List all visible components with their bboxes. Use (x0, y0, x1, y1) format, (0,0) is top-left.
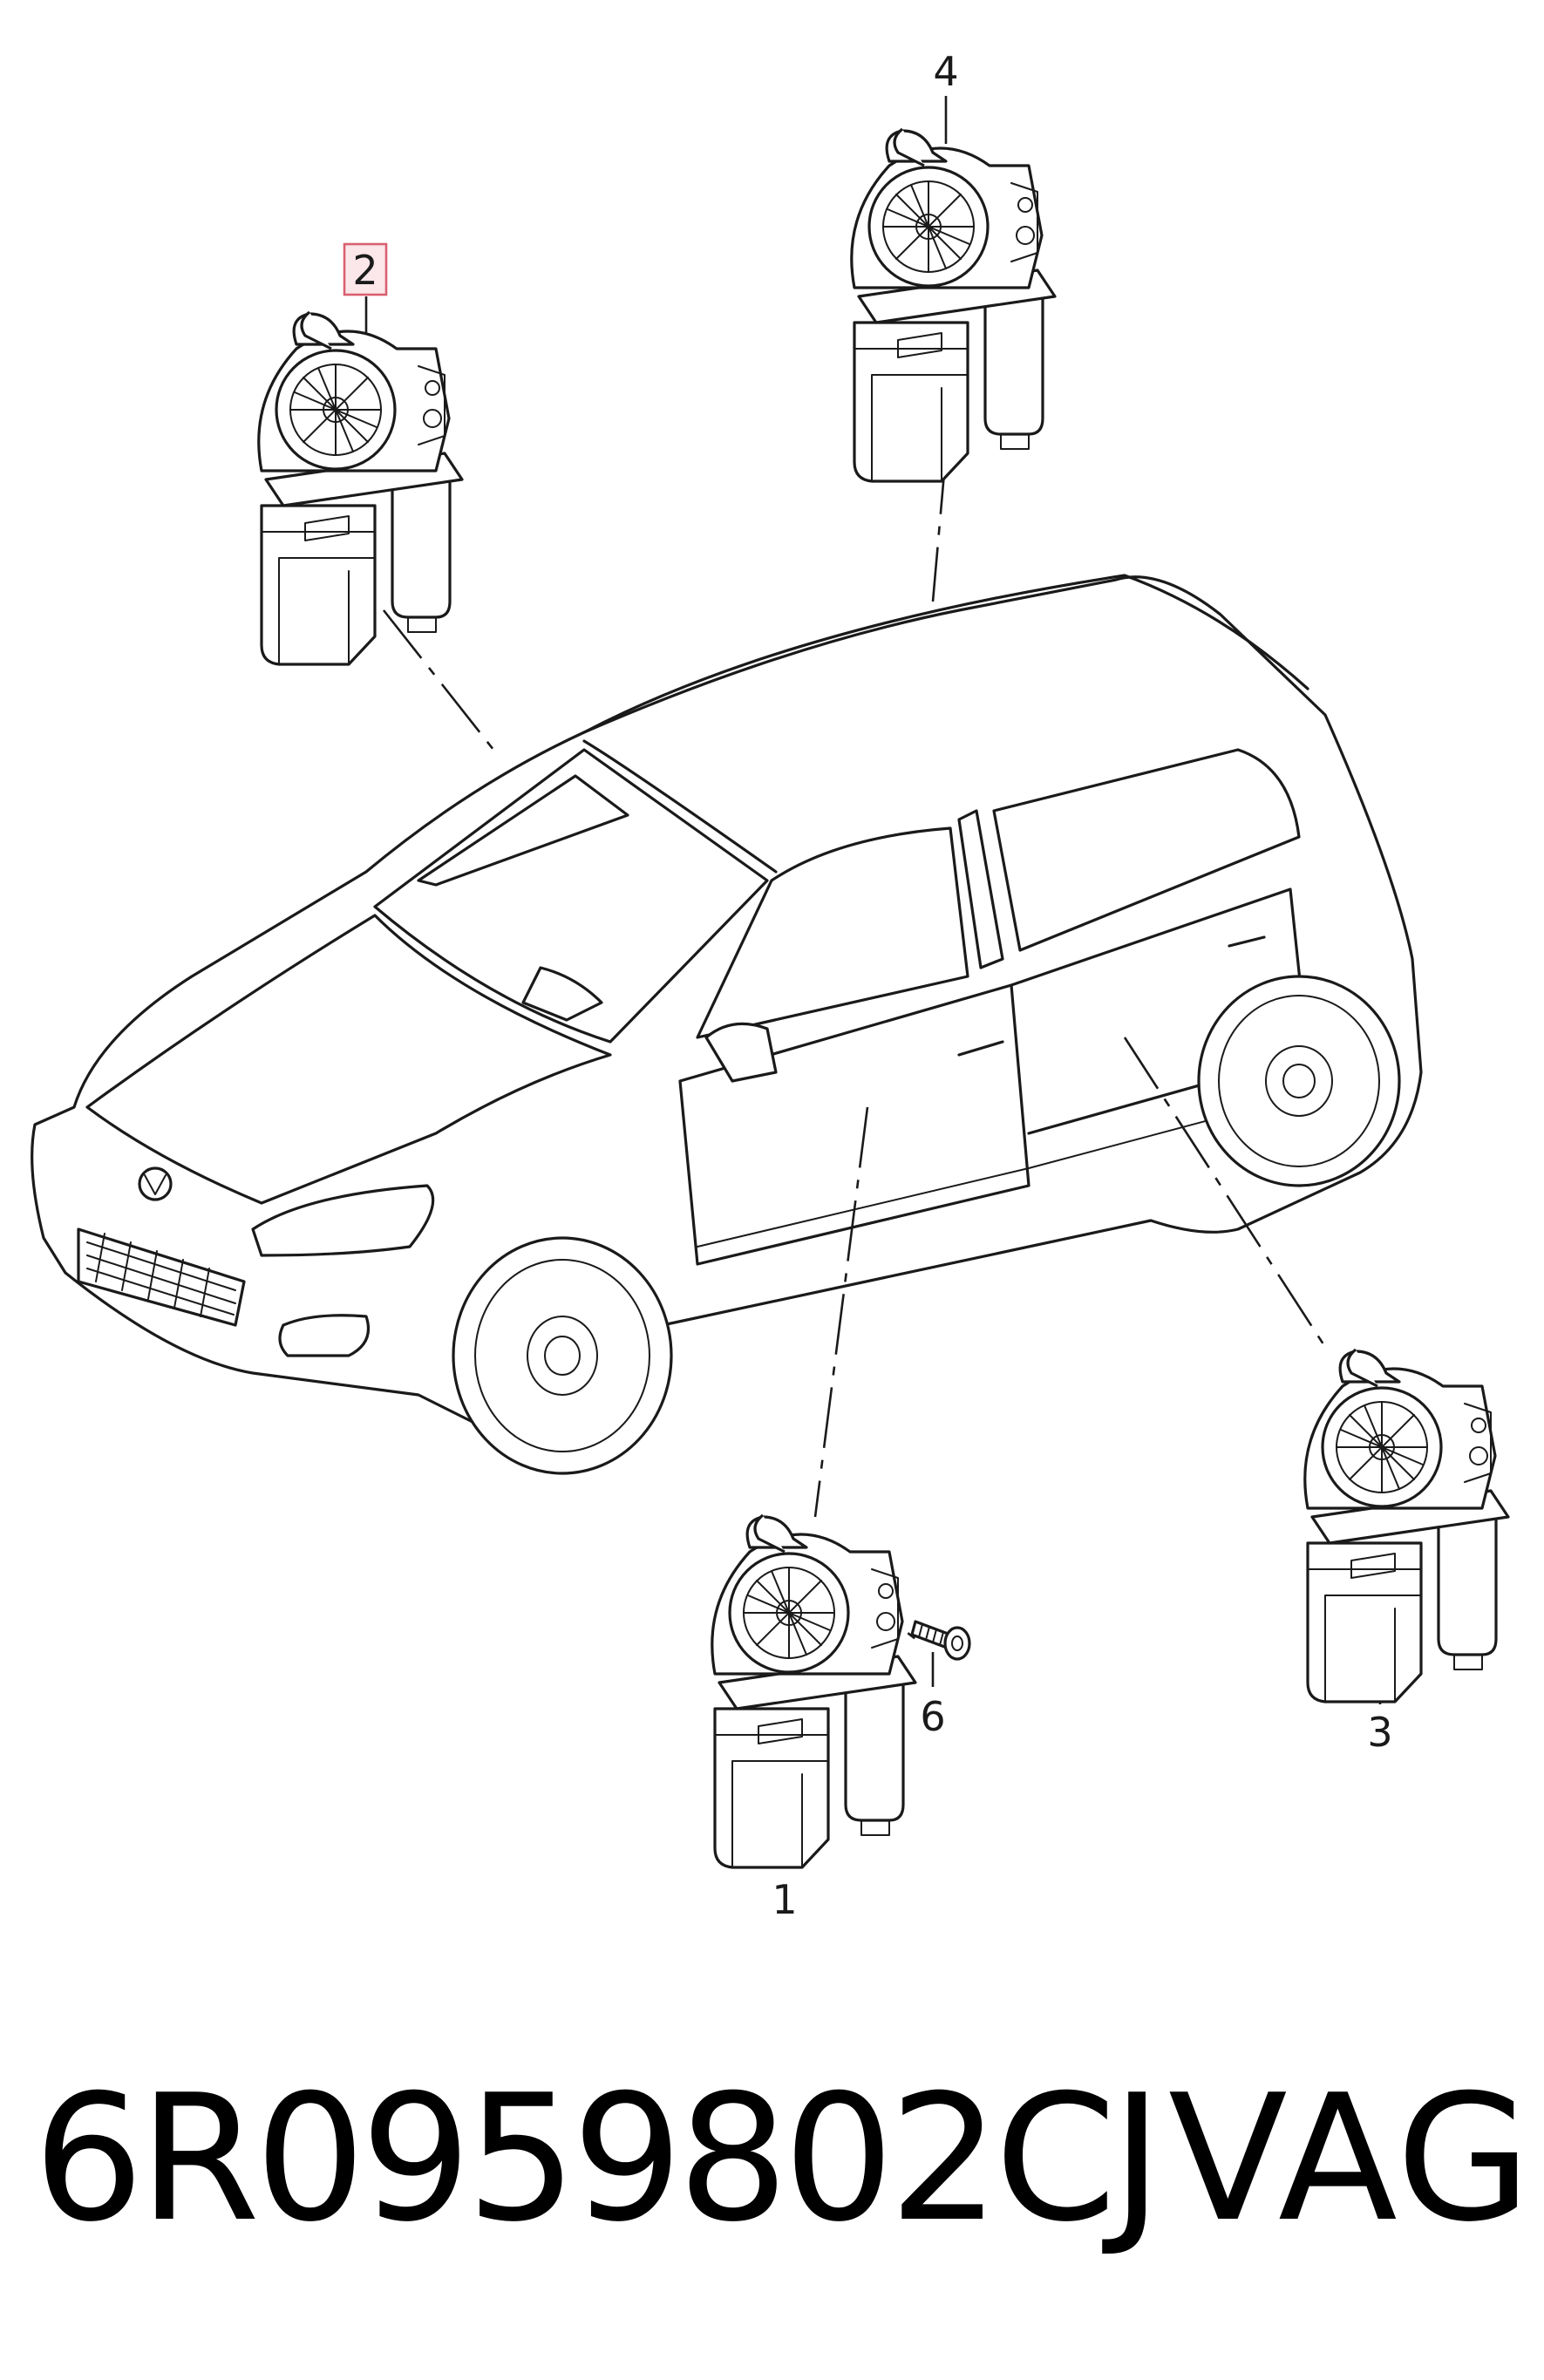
screw-part-6 (910, 1620, 971, 1661)
callout-6-label: 6 (920, 1693, 945, 1740)
part-number-text: 6R0959802CJ (33, 2057, 1163, 2261)
callout-4-label: 4 (933, 48, 958, 95)
callout-4[interactable]: 4 (933, 48, 958, 95)
callout-1[interactable]: 1 (772, 1876, 797, 1923)
car-illustration (31, 574, 1423, 1475)
motor-part-1 (711, 1513, 917, 1869)
motor-part-3 (1303, 1348, 1510, 1703)
motor-part-2 (257, 310, 464, 666)
callout-2[interactable]: 2 (343, 242, 388, 296)
callout-2-highlight (343, 242, 388, 296)
motor-part-4 (850, 127, 1057, 483)
caption: 6R0959802CJ VAG (0, 2057, 1544, 2319)
callout-1-label: 1 (772, 1876, 797, 1923)
callout-6[interactable]: 6 (920, 1693, 945, 1740)
callout-3-label: 3 (1367, 1709, 1392, 1756)
exploded-parts-diagram: 2 4 3 6 1 (31, 48, 1510, 1923)
brand-text: VAG (1168, 2057, 1534, 2261)
callout-3[interactable]: 3 (1367, 1709, 1392, 1756)
callout-2-label: 2 (352, 247, 377, 294)
